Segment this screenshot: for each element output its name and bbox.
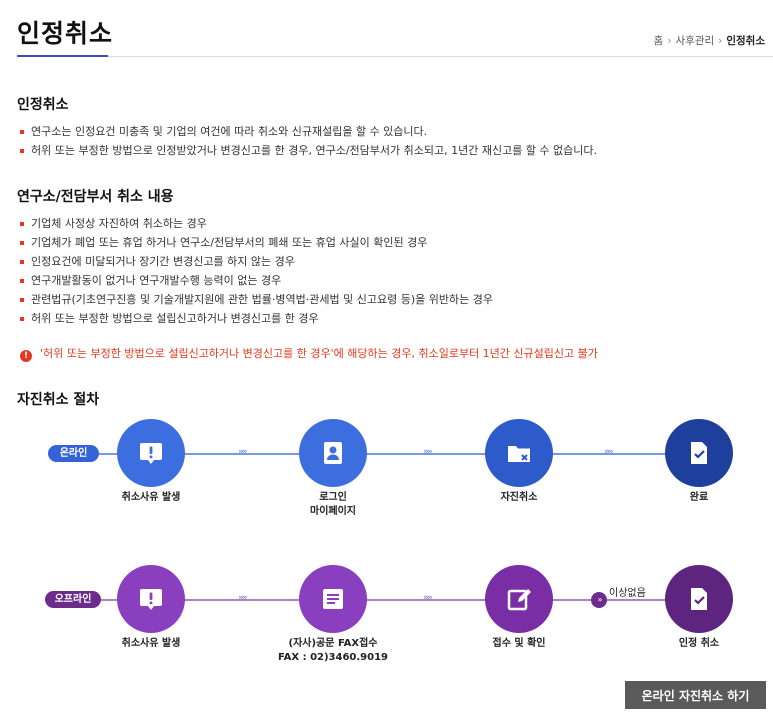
breadcrumb-separator-icon: › [718,35,723,47]
breadcrumb: 홈›사후관리›인정취소 [654,33,765,48]
step-complete [665,419,733,487]
chevron-right-icon: »» [423,447,433,457]
step-self-cancel [485,419,553,487]
page-header: 인정취소 홈›사후관리›인정취소 [0,0,773,62]
offline-label: 오프라인 [45,591,101,608]
document-check-icon [691,442,707,464]
step-certification-cancel [665,565,733,633]
list-item: 관련법규(기초연구진흥 및 기술개발지원에 관한 법률·병역법·관세법 및 신고… [17,290,493,309]
edit-icon [507,589,531,611]
online-self-cancel-button[interactable]: 온라인 자진취소 하기 [625,681,766,709]
list-item: 기업체 사정상 자진하여 취소하는 경우 [17,214,493,233]
step-login [299,419,367,487]
section-title-cancel-reasons: 연구소/전담부서 취소 내용 [17,189,174,205]
cancel-reasons-list: 기업체 사정상 자진하여 취소하는 경우 기업체가 폐업 또는 휴업 하거나 연… [17,214,493,328]
step-cancel-reason [117,419,185,487]
warning-text: '허위 또는 부정한 방법으로 설립신고하거나 변경신고를 한 경우'에 해당하… [40,347,598,360]
breadcrumb-separator-icon: › [667,35,672,47]
section-title-cancel: 인정취소 [17,97,69,113]
online-label: 온라인 [48,445,99,462]
step-label: 취소사유 발생 [121,638,181,649]
breadcrumb-section[interactable]: 사후관리 [675,35,715,47]
breadcrumb-home[interactable]: 홈 [653,35,664,47]
flow-line [99,453,699,455]
list-item: 기업체가 폐업 또는 휴업 하거나 연구소/전담부서의 폐쇄 또는 휴업 사실이… [17,233,493,252]
exclamation-bubble-icon [140,589,162,610]
step-label: 인정 취소 [678,638,720,649]
list-item: 연구개발활동이 없거나 연구개발수행 능력이 없는 경우 [17,271,493,290]
alert-icon: ! [20,350,32,362]
breadcrumb-current: 인정취소 [726,35,765,47]
exclamation-bubble-icon [140,443,162,464]
warning-note: ! '허위 또는 부정한 방법으로 설립신고하거나 변경신고를 한 경우'에 해당… [20,345,598,362]
chevron-right-icon: »» [238,593,248,603]
list-item: 허위 또는 부정한 방법으로 설립신고하거나 변경신고를 한 경우 [17,309,493,328]
user-card-icon [324,442,342,464]
chevron-right-icon: »» [604,447,614,457]
step-label: 완료 [689,492,709,503]
chevron-right-icon: »» [238,447,248,457]
list-item: 허위 또는 부정한 방법으로 인정받았거나 변경신고를 한 경우, 연구소/전담… [17,141,597,160]
header-divider [17,56,773,57]
list-item: 인정요건에 미달되거나 장기간 변경신고를 하지 않는 경우 [17,252,493,271]
list-item: 연구소는 인정요건 미충족 및 기업의 여건에 따라 취소와 신규재설립을 할 … [17,122,597,141]
step-receipt-confirm [485,565,553,633]
flow-line [99,599,699,601]
section-title-procedure: 자진취소 절차 [17,392,100,408]
step-label: 접수 및 확인 [492,638,546,649]
chevron-right-icon: »» [423,593,433,603]
step-cancel-reason [117,565,185,633]
double-chevron-icon: » [591,592,607,608]
step-label: 취소사유 발생 [121,492,181,503]
fax-icon [323,589,343,609]
step-fax [299,565,367,633]
no-issue-label: 이상없음 [609,588,646,599]
title-underline [17,55,108,57]
document-check-icon [691,588,707,610]
folder-x-icon [508,446,530,462]
step-label: 자진취소 [500,492,538,503]
cancel-info-list: 연구소는 인정요건 미충족 및 기업의 여건에 따라 취소와 신규재설립을 할 … [17,122,597,160]
page-title: 인정취소 [17,19,114,48]
